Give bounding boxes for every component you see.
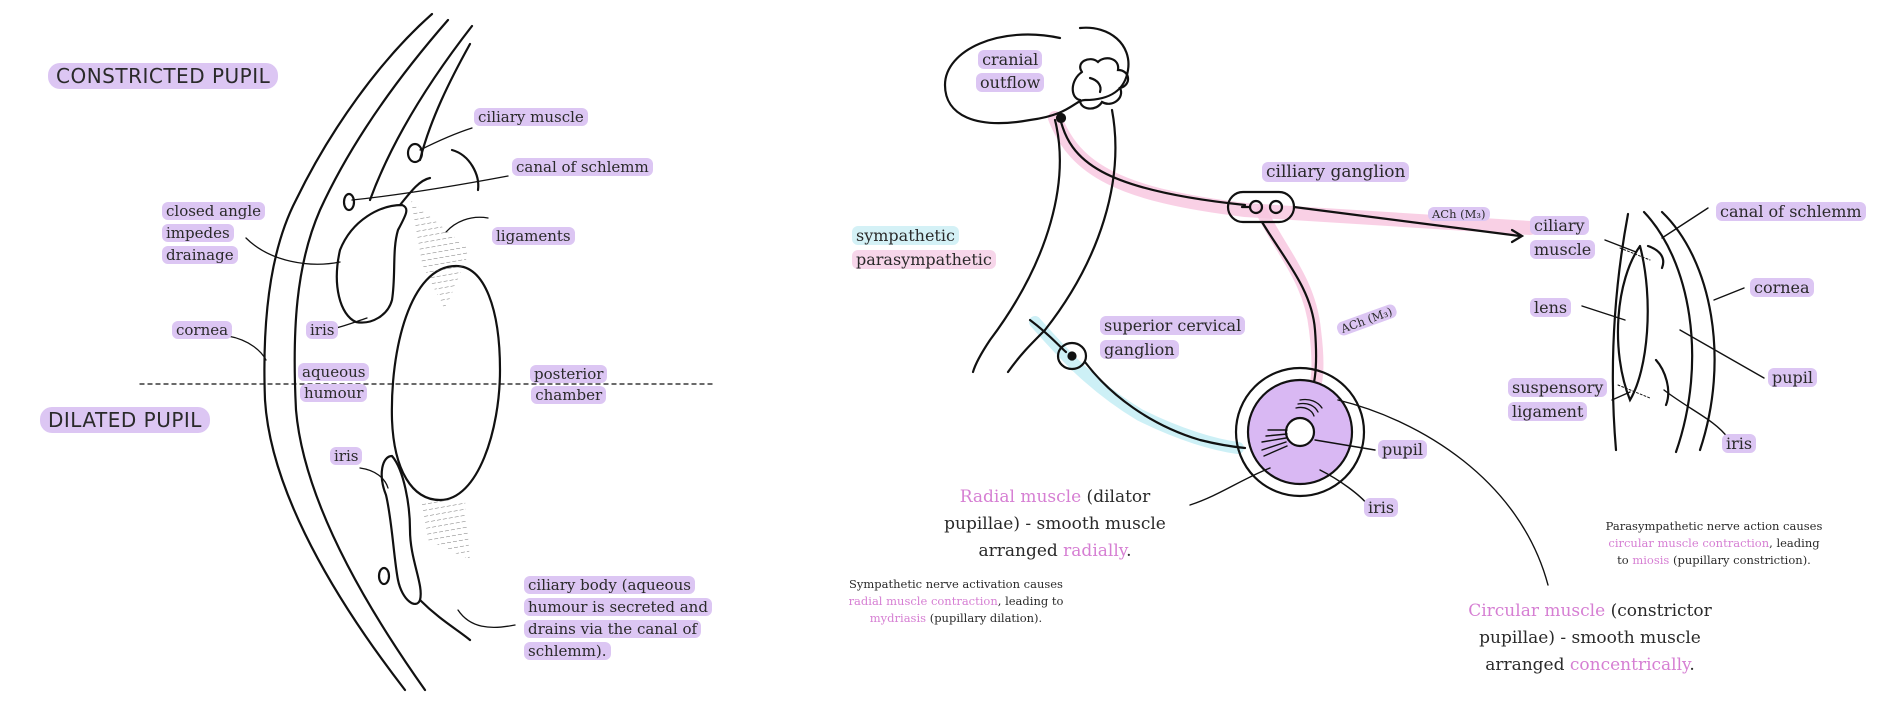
left-eye-section bbox=[139, 12, 713, 692]
spinal-cord-right bbox=[1006, 108, 1117, 374]
lower-iris-shape bbox=[380, 454, 422, 605]
cornea-inner-curve bbox=[293, 18, 450, 692]
ligament-lower bbox=[420, 500, 470, 560]
superior-cervical-ganglion-node bbox=[1056, 341, 1088, 371]
side-cornea-inner bbox=[1642, 210, 1694, 454]
right-autonomic-section bbox=[943, 26, 1765, 586]
label-side-cornea: cornea bbox=[1750, 278, 1814, 298]
legend-sympathetic: sympathetic bbox=[852, 226, 959, 245]
spinal-cord-left bbox=[971, 118, 1061, 374]
circular-muscle-description: Circular muscle (constrictor pupillae) -… bbox=[1468, 601, 1712, 675]
side-sclera bbox=[1611, 212, 1630, 452]
label-side-suspensory-ligament: suspensory ligament bbox=[1508, 376, 1608, 424]
label-ach-top: ACh (M₃) bbox=[1428, 206, 1490, 223]
label-side-ciliary-muscle: ciliary muscle bbox=[1530, 214, 1596, 262]
ligament-upper bbox=[410, 200, 470, 310]
label-pupil: pupil bbox=[1378, 440, 1428, 460]
cerebellum bbox=[1071, 57, 1130, 110]
cornea-outer-curve bbox=[263, 12, 434, 692]
label-aqueous-humour: aqueous humour bbox=[298, 362, 370, 404]
label-ciliary-body: ciliary body (aqueous humour is secreted… bbox=[524, 574, 712, 662]
label-cornea-left: cornea bbox=[172, 320, 233, 340]
upper-iris-shape bbox=[335, 203, 408, 324]
label-iris-top: iris bbox=[306, 320, 339, 340]
side-lens bbox=[1616, 244, 1649, 403]
pupil-circle bbox=[1284, 416, 1316, 448]
constricted-pupil-title: CONSTRICTED PUPIL bbox=[48, 63, 279, 89]
brain-outline bbox=[943, 26, 1130, 125]
label-side-pupil: pupil bbox=[1768, 368, 1818, 388]
ciliary-muscle-oval bbox=[406, 142, 424, 164]
iris-outer-ring bbox=[1234, 366, 1366, 498]
side-cornea-outer bbox=[1660, 210, 1716, 452]
label-iris: iris bbox=[1364, 498, 1399, 518]
label-side-lens: lens bbox=[1530, 298, 1572, 318]
legend-parasympathetic: parasympathetic bbox=[852, 250, 996, 269]
dilated-pupil-title: DILATED PUPIL bbox=[40, 407, 210, 433]
label-canal-of-schlemm: canal of schlemm bbox=[512, 157, 653, 177]
circular-muscle-lines bbox=[1295, 398, 1323, 417]
canal-oval-upper bbox=[342, 192, 356, 212]
sympathetic-note: Sympathetic nerve activation causes radi… bbox=[848, 577, 1064, 625]
parasympathetic-note: Parasympathetic nerve action causes circ… bbox=[1605, 519, 1823, 567]
label-side-iris: iris bbox=[1722, 434, 1757, 454]
label-cranial-outflow: cranial outflow bbox=[976, 48, 1045, 94]
label-side-canal-of-schlemm: canal of schlemm bbox=[1716, 202, 1866, 222]
label-posterior-chamber: posterior chamber bbox=[530, 364, 608, 406]
label-superior-cervical-ganglion: superior cervical ganglion bbox=[1100, 314, 1246, 362]
label-ligaments: ligaments bbox=[492, 226, 575, 246]
radial-muscle-description: Radial muscle (dilator pupillae) - smoot… bbox=[944, 487, 1166, 561]
nerve-legend: sympathetic parasympathetic bbox=[852, 224, 996, 272]
label-closed-angle: closed angle impedes drainage bbox=[162, 200, 266, 266]
sclera-curve bbox=[368, 24, 474, 202]
canal-oval-lower bbox=[377, 566, 391, 586]
parasympathetic-path-highlight bbox=[1048, 111, 1537, 235]
radial-muscle-lines bbox=[1261, 429, 1288, 457]
label-ciliary-ganglion: cilliary ganglion bbox=[1262, 162, 1410, 182]
label-iris-bottom: iris bbox=[330, 446, 363, 466]
label-ciliary-muscle: ciliary muscle bbox=[474, 107, 588, 127]
